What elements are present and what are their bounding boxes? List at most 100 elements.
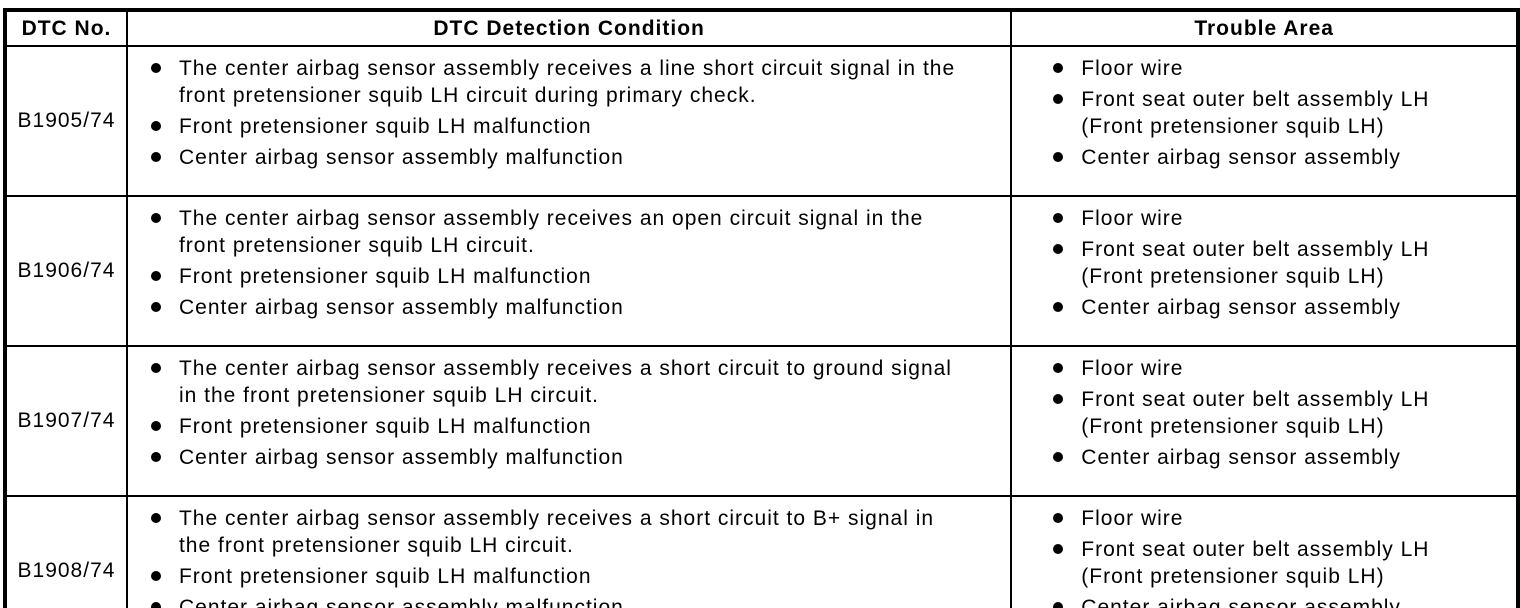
dtc-number-cell: B1906/74 [4, 195, 128, 347]
condition-item: Front pretensioner squib LH malfunction [150, 263, 973, 290]
col-header-detection-condition: DTC Detection Condition [125, 9, 1013, 47]
detection-condition-cell: The center airbag sensor assembly receiv… [125, 45, 1013, 197]
condition-item: The center airbag sensor assembly receiv… [150, 355, 973, 409]
trouble-area-text: Center airbag sensor assembly [1081, 446, 1401, 469]
table-row: B1908/74 The center airbag sensor assembl… [4, 495, 1519, 608]
bullet-icon [1053, 544, 1064, 554]
condition-text: Center airbag sensor assembly malfunctio… [178, 446, 624, 469]
dtc-number: B1907/74 [17, 409, 116, 432]
bullet-icon [150, 602, 161, 608]
condition-item: Center airbag sensor assembly malfunctio… [150, 594, 973, 608]
dtc-number-cell: B1908/74 [4, 495, 128, 608]
trouble-area-text: Center airbag sensor assembly [1081, 146, 1401, 169]
bullet-icon [150, 302, 161, 312]
bullet-icon [150, 421, 161, 431]
col-header-dtc-no: DTC No. [4, 9, 128, 47]
condition-item: Center airbag sensor assembly malfunctio… [150, 144, 973, 171]
trouble-area-note: (Front pretensioner squib LH) [1081, 565, 1385, 588]
condition-item: Front pretensioner squib LH malfunction [150, 563, 973, 590]
trouble-area-item: Floor wire [1053, 55, 1512, 82]
condition-text: The center airbag sensor assembly receiv… [178, 207, 924, 257]
bullet-icon [1053, 63, 1064, 73]
bullet-icon [1053, 152, 1064, 162]
trouble-area-item: Floor wire [1053, 205, 1512, 232]
condition-item: The center airbag sensor assembly receiv… [150, 55, 973, 109]
bullet-icon [1053, 602, 1064, 608]
bullet-icon [150, 363, 161, 373]
trouble-area-item: Floor wire [1053, 355, 1512, 382]
condition-text: The center airbag sensor assembly receiv… [178, 357, 952, 407]
bullet-icon [150, 571, 161, 581]
condition-text: Front pretensioner squib LH malfunction [178, 265, 592, 288]
trouble-area-text: Front seat outer belt assembly LH [1081, 538, 1430, 561]
detection-condition-cell: The center airbag sensor assembly receiv… [125, 345, 1013, 497]
trouble-area-note: (Front pretensioner squib LH) [1081, 265, 1385, 288]
bullet-icon [150, 121, 161, 131]
condition-item: Front pretensioner squib LH malfunction [150, 113, 973, 140]
trouble-area-note: (Front pretensioner squib LH) [1081, 115, 1385, 138]
trouble-area-text: Front seat outer belt assembly LH [1081, 238, 1430, 261]
bullet-icon [150, 63, 161, 73]
trouble-area-text: Front seat outer belt assembly LH [1081, 388, 1430, 411]
condition-item: The center airbag sensor assembly receiv… [150, 505, 973, 559]
dtc-number-cell: B1907/74 [4, 345, 128, 497]
bullet-icon [150, 452, 161, 462]
header-row: DTC No. DTC Detection Condition Trouble … [4, 9, 1519, 47]
trouble-area-item: Center airbag sensor assembly [1053, 594, 1512, 608]
bullet-icon [1053, 302, 1064, 312]
trouble-area-note: (Front pretensioner squib LH) [1081, 415, 1385, 438]
dtc-number: B1905/74 [17, 109, 116, 132]
condition-text: Front pretensioner squib LH malfunction [178, 115, 592, 138]
trouble-area-text: Floor wire [1081, 507, 1184, 530]
condition-item: The center airbag sensor assembly receiv… [150, 205, 973, 259]
condition-text: The center airbag sensor assembly receiv… [178, 57, 956, 107]
condition-list: The center airbag sensor assembly receiv… [128, 505, 1006, 608]
condition-text: Front pretensioner squib LH malfunction [178, 565, 592, 588]
table-row: B1906/74 The center airbag sensor assembl… [4, 195, 1519, 347]
table-row: B1907/74 The center airbag sensor assembl… [4, 345, 1519, 497]
trouble-area-item: Center airbag sensor assembly [1053, 294, 1512, 321]
condition-text: Center airbag sensor assembly malfunctio… [178, 146, 624, 169]
trouble-area-item: Center airbag sensor assembly [1053, 444, 1512, 471]
bullet-icon [150, 152, 161, 162]
condition-item: Center airbag sensor assembly malfunctio… [150, 444, 973, 471]
bullet-icon [150, 213, 161, 223]
bullet-icon [1053, 213, 1064, 223]
trouble-area-text: Center airbag sensor assembly [1081, 596, 1401, 608]
bullet-icon [1053, 394, 1064, 404]
bullet-icon [1053, 94, 1064, 104]
table-row: B1905/74 The center airbag sensor assembl… [4, 45, 1519, 197]
bullet-icon [1053, 513, 1064, 523]
trouble-area-item: Center airbag sensor assembly [1053, 144, 1512, 171]
bullet-icon [1053, 452, 1064, 462]
condition-list: The center airbag sensor assembly receiv… [128, 355, 1006, 471]
condition-list: The center airbag sensor assembly receiv… [128, 55, 1006, 171]
detection-condition-cell: The center airbag sensor assembly receiv… [125, 495, 1013, 608]
dtc-table: DTC No. DTC Detection Condition Trouble … [3, 8, 1520, 608]
trouble-area-item: Front seat outer belt assembly LH (Front … [1053, 236, 1512, 290]
col-header-trouble-area: Trouble Area [1010, 9, 1519, 47]
condition-text: The center airbag sensor assembly receiv… [178, 507, 935, 557]
trouble-area-item: Floor wire [1053, 505, 1512, 532]
trouble-area-item: Front seat outer belt assembly LH (Front … [1053, 386, 1512, 440]
bullet-icon [150, 513, 161, 523]
condition-item: Front pretensioner squib LH malfunction [150, 413, 973, 440]
dtc-number-cell: B1905/74 [4, 45, 128, 197]
trouble-area-text: Floor wire [1081, 357, 1184, 380]
bullet-icon [1053, 363, 1064, 373]
condition-text: Center airbag sensor assembly malfunctio… [178, 596, 624, 608]
condition-item: Center airbag sensor assembly malfunctio… [150, 294, 973, 321]
trouble-area-text: Floor wire [1081, 57, 1184, 80]
condition-text: Center airbag sensor assembly malfunctio… [178, 296, 624, 319]
bullet-icon [150, 271, 161, 281]
